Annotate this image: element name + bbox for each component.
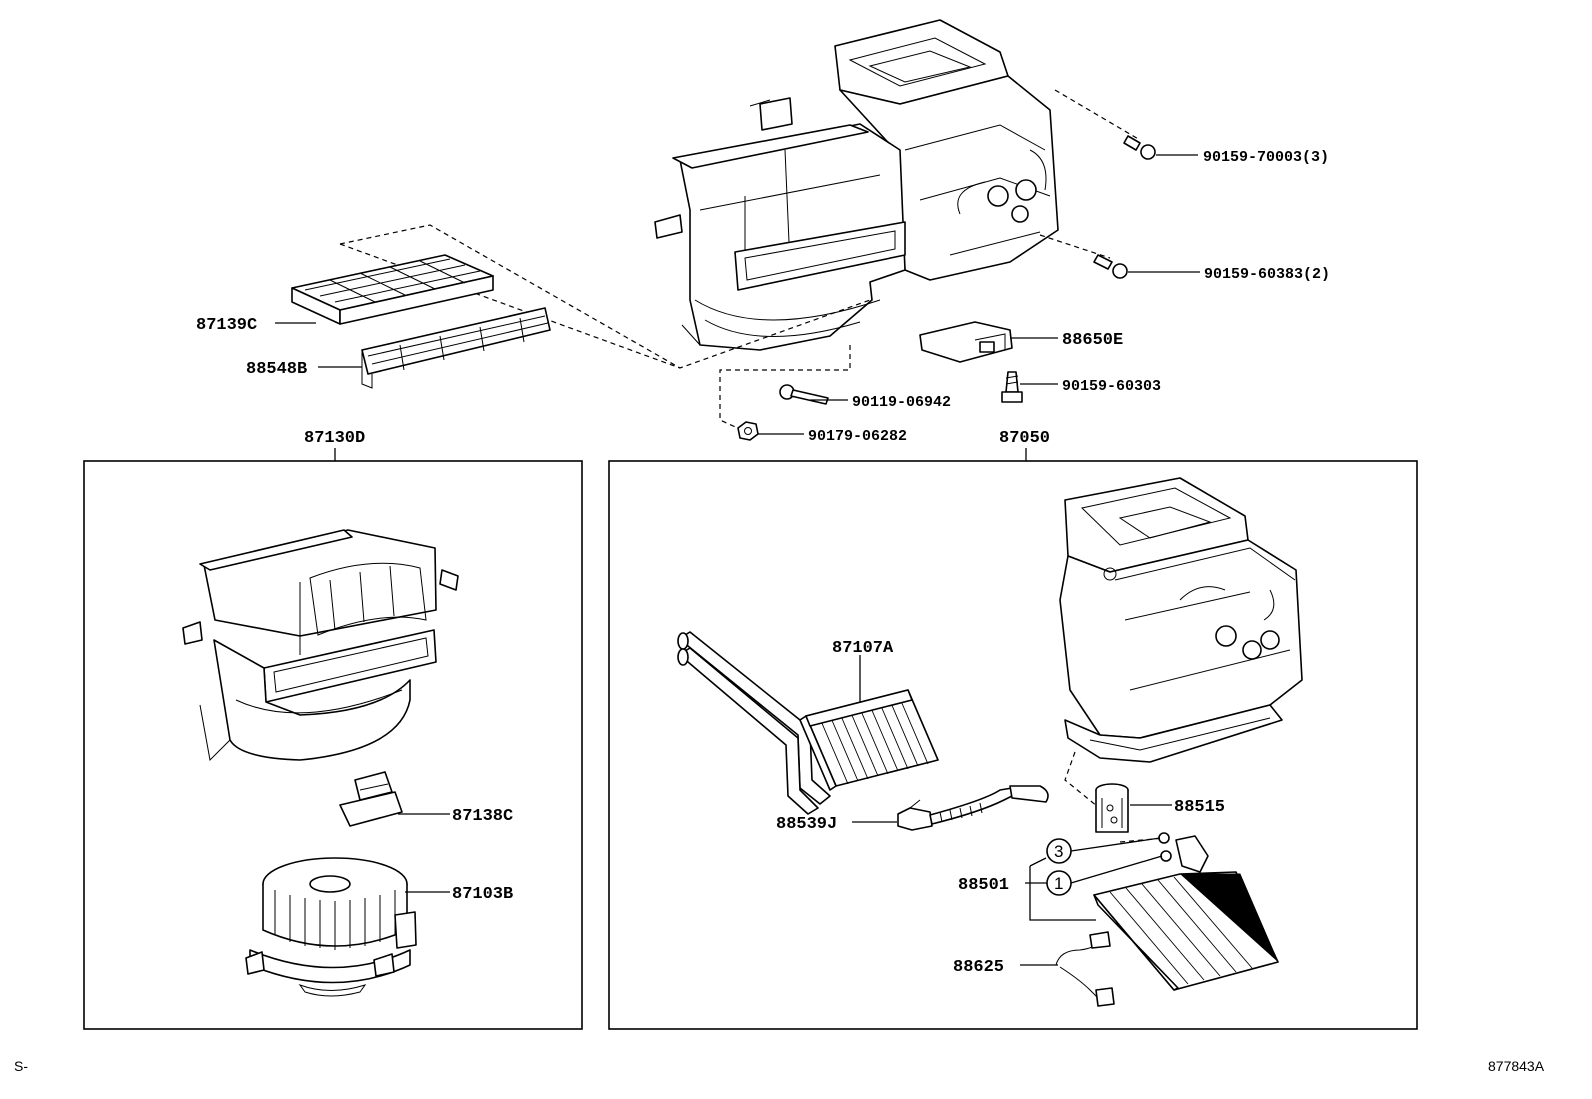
callout-88548B: 88548B [246, 360, 307, 379]
main-heater-unit-drawing [654, 19, 1059, 351]
callout-90159-60303: 90159-60303 [1062, 378, 1161, 395]
circled-number-3: 3 [1054, 842, 1063, 861]
callout-90159-60383: 90159-60383(2) [1204, 266, 1330, 283]
resistor-87138C [339, 771, 403, 827]
diagram-id: 877843A [1488, 1058, 1545, 1074]
callout-87139C: 87139C [196, 316, 257, 335]
valve-88515 [1095, 783, 1129, 833]
callout-90159-70003: 90159-70003(3) [1203, 149, 1329, 166]
nut-90179-06282 [737, 421, 759, 441]
callout-87107A: 87107A [832, 639, 894, 658]
callout-88650E: 88650E [1062, 331, 1123, 350]
callout-88515: 88515 [1174, 798, 1225, 817]
callout-90119-06942: 90119-06942 [852, 394, 951, 411]
heater-core-87107A [677, 631, 939, 815]
circled-number-1: 1 [1054, 874, 1063, 893]
screw-90159-70003 [1123, 135, 1156, 160]
hose-88539J [897, 785, 1049, 831]
callout-90179-06282: 90179-06282 [808, 428, 907, 445]
bracket-88650E [919, 321, 1013, 363]
callout-87050: 87050 [999, 429, 1050, 448]
callout-87130D: 87130D [304, 429, 365, 448]
filter-87139C [291, 254, 494, 325]
box-87050 [608, 460, 1418, 1030]
callout-88539J: 88539J [776, 815, 837, 834]
evaporator-88501 [1093, 832, 1279, 991]
bolt-90119-06942 [779, 384, 829, 405]
callout-88501: 88501 [958, 876, 1009, 895]
dashed-reference-lines-top [339, 89, 1141, 431]
box-87130D [83, 460, 583, 1030]
blower-assembly-drawing [182, 529, 459, 762]
heater-housing-87050-drawing [1059, 477, 1303, 763]
callout-87103B: 87103B [452, 885, 513, 904]
screw-90159-60303 [1001, 371, 1023, 403]
footer-left-mark: S- [14, 1058, 28, 1074]
callout-88625: 88625 [953, 958, 1004, 977]
blower-motor-87103B [245, 857, 417, 997]
screw-90159-60383 [1093, 254, 1128, 279]
frame-88548B [361, 307, 551, 389]
callout-87138C: 87138C [452, 807, 513, 826]
sensor-88625 [1055, 931, 1115, 1007]
